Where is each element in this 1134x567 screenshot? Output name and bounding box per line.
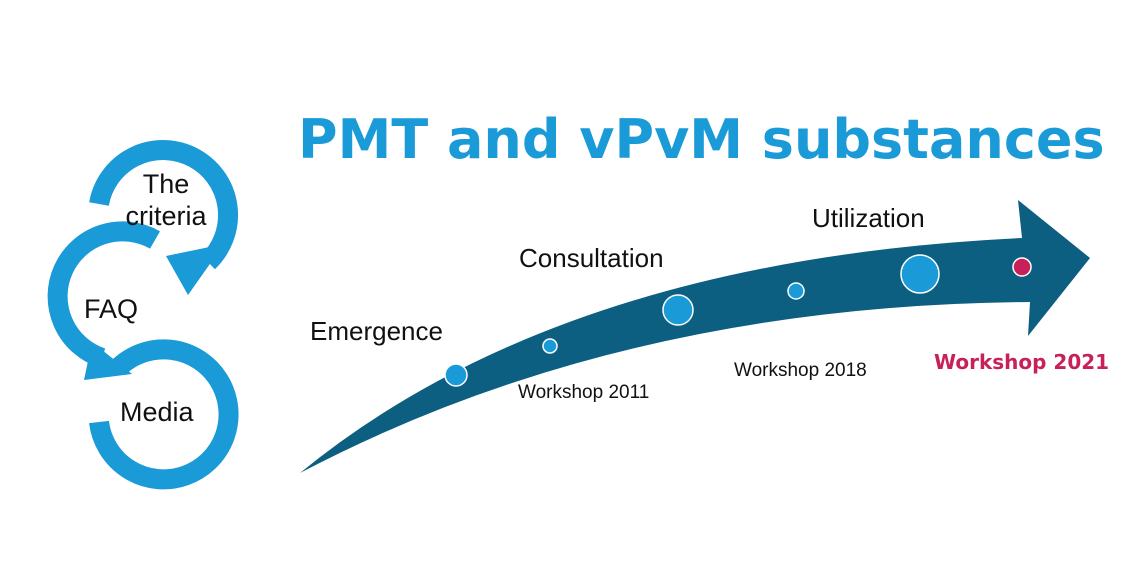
cycle-arrowhead-top xyxy=(166,244,224,295)
workshop-label-2021: Workshop 2021 xyxy=(934,350,1110,374)
timeline-arrow xyxy=(300,200,1090,473)
cycle-arc-top xyxy=(89,140,239,270)
timeline-dot-2011 xyxy=(542,338,558,354)
cycle-arc-middle xyxy=(47,221,160,368)
cycle-label-criteria-line1: The xyxy=(142,169,190,199)
timeline-dot-utilization xyxy=(900,254,940,294)
workshop-label-2018: Workshop 2018 xyxy=(734,360,867,381)
cycle-arrowhead-middle xyxy=(84,342,132,380)
cycle-arc-bottom xyxy=(89,339,239,490)
phase-label-utilization: Utilization xyxy=(812,203,925,233)
cycle-arrows xyxy=(47,140,239,490)
timeline-dot-2021 xyxy=(1012,257,1032,277)
cycle-label-media: Media xyxy=(120,397,194,427)
cycle-label-criteria-line2: criteria xyxy=(125,201,207,231)
cycle-label-faq: FAQ xyxy=(84,294,139,324)
cycle-arrowheads xyxy=(84,244,224,380)
phase-label-consultation: Consultation xyxy=(519,243,664,273)
timeline-dot-2018 xyxy=(787,282,805,300)
timeline-dot-consultation xyxy=(662,294,694,326)
phase-label-emergence: Emergence xyxy=(310,316,443,346)
workshop-label-2011: Workshop 2011 xyxy=(518,382,650,403)
timeline-dot-emergence xyxy=(444,363,468,387)
cycle-label-criteria: The criteria xyxy=(124,168,208,232)
page-title: PMT and vPvM substances xyxy=(298,108,1105,171)
